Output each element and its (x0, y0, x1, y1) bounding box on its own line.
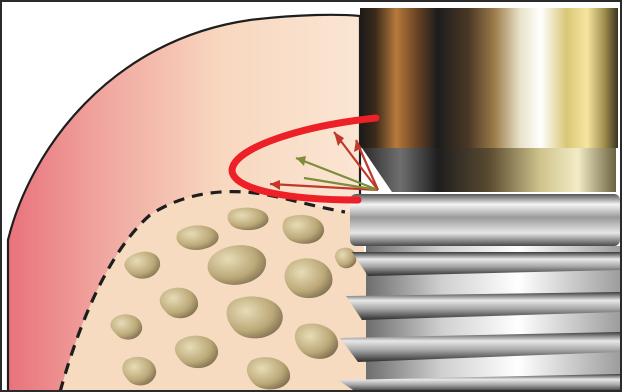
implant-chamfer (362, 148, 616, 192)
implant-collar (350, 194, 620, 246)
implant-abutment (360, 8, 618, 148)
